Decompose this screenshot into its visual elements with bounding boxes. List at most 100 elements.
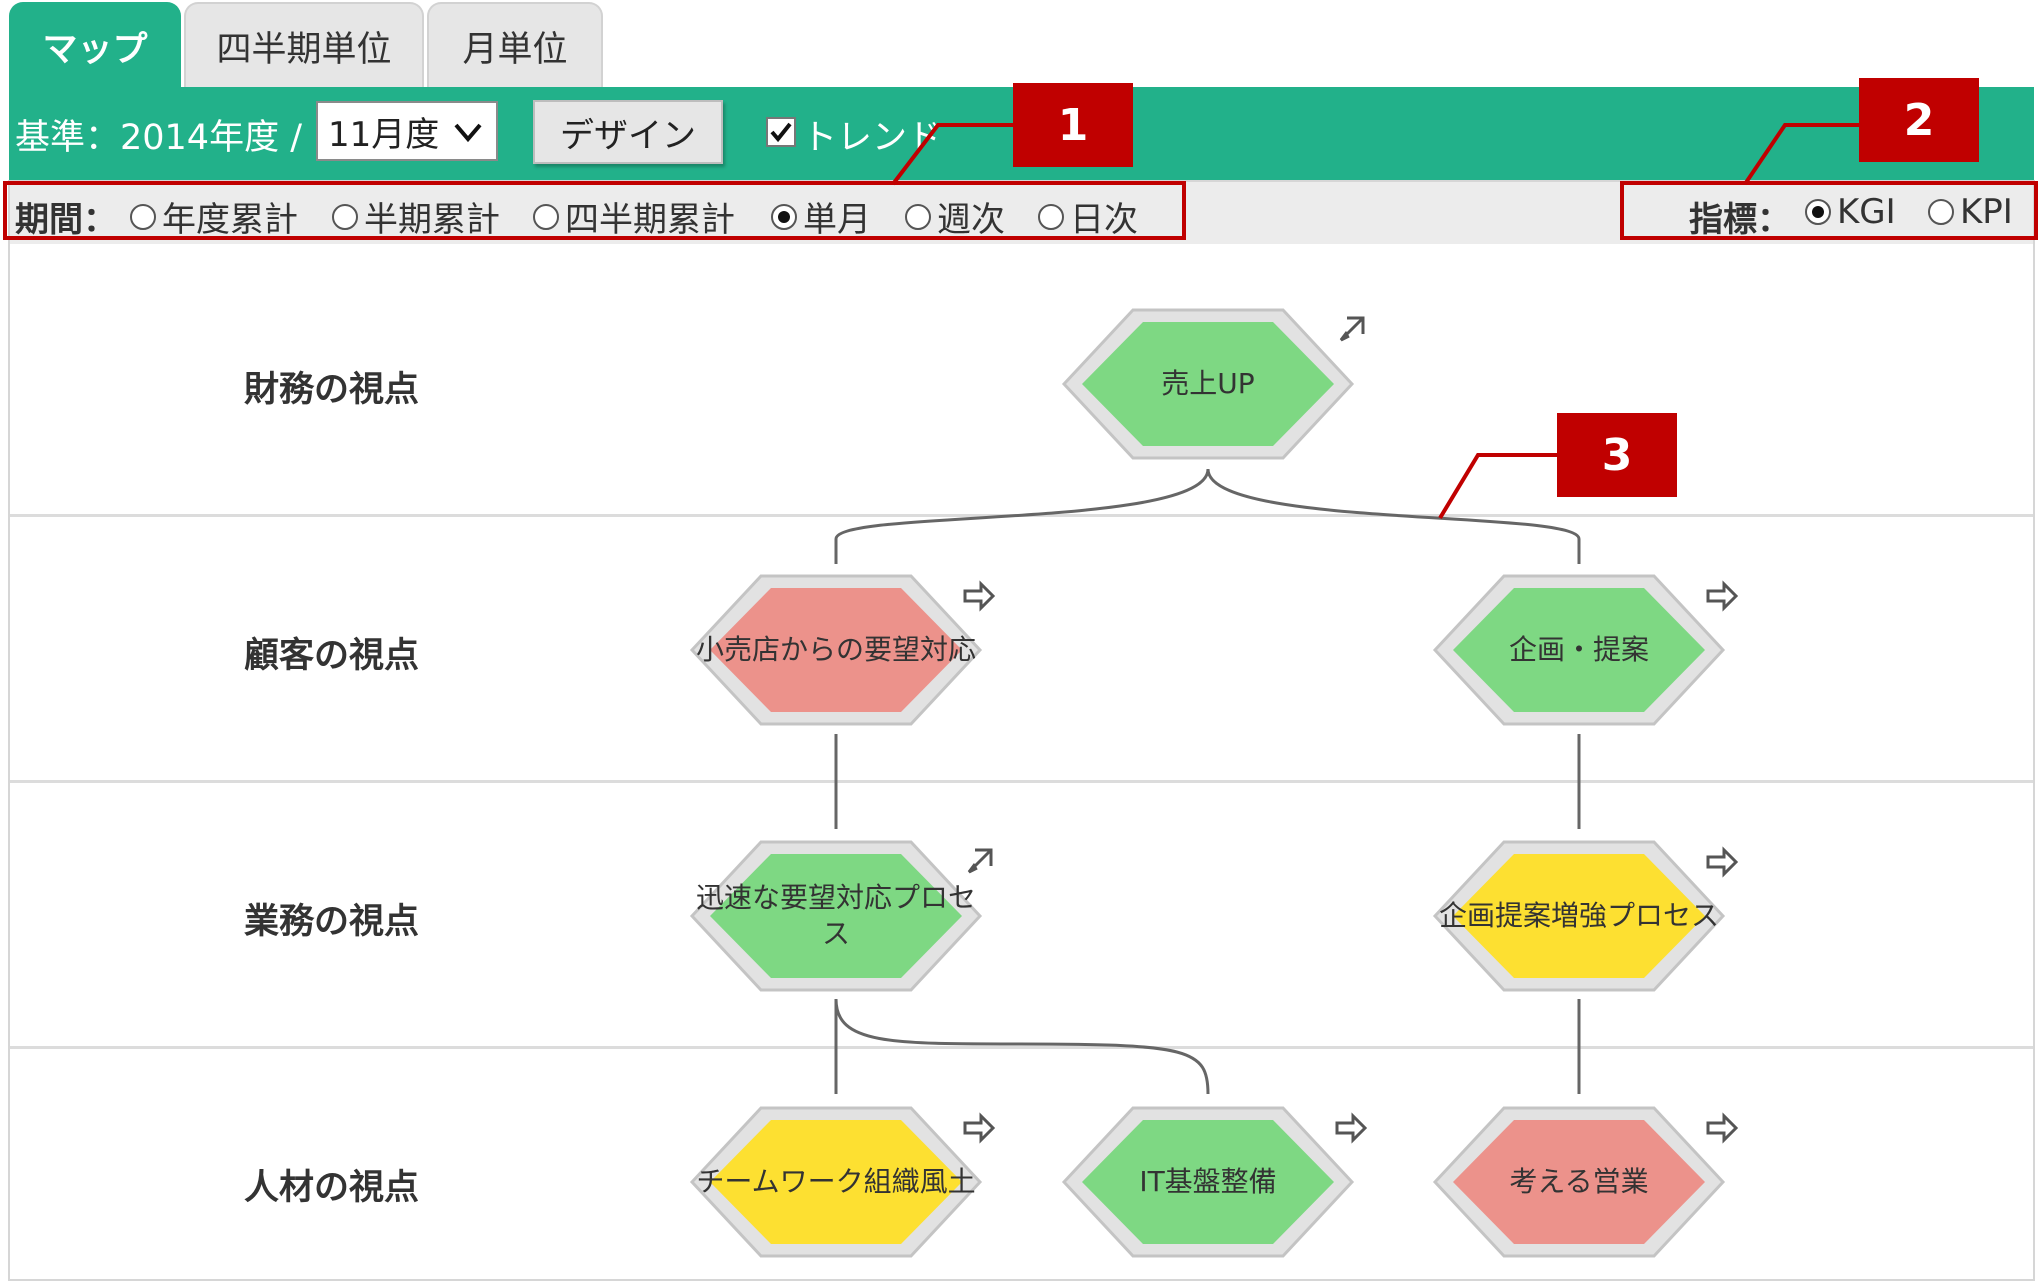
status-fill — [1082, 1120, 1334, 1244]
status-fill — [710, 854, 962, 978]
node-label: 迅速な要望対応プロセス — [695, 881, 976, 950]
tab-quarterly[interactable]: 四半期単位 — [184, 2, 424, 88]
status-fill — [710, 588, 962, 712]
base-year-label: 基準：2014年度 / — [15, 118, 302, 158]
period-option-week[interactable]: 週次 — [905, 192, 1005, 241]
period-option-label: 四半期累計 — [565, 200, 735, 240]
radio-button[interactable] — [130, 203, 156, 230]
kpi-node-quick-response-process[interactable]: 迅速な要望対応プロセス — [686, 836, 993, 996]
indicator-option-kpi[interactable]: KPI — [1928, 192, 2013, 232]
radio-button[interactable] — [533, 203, 559, 230]
strategy-map: 財務の視点 顧客の視点 業務の視点 人材の視点 売上UP — [9, 244, 2034, 1281]
drill-arrow-icon[interactable] — [961, 1110, 997, 1146]
perspective-label-financial: 財務の視点 — [244, 370, 420, 410]
period-option-label: 日次 — [1070, 200, 1138, 240]
external-link-icon[interactable] — [1333, 312, 1369, 348]
radio-button[interactable] — [332, 203, 358, 230]
tab-map-label: マップ — [42, 29, 148, 70]
kpi-node-planning-proposal[interactable]: 企画・提案 — [1429, 570, 1739, 730]
node-label: 企画・提案 — [1508, 633, 1649, 666]
kpi-node-proposal-strengthening[interactable]: 企画提案増強プロセス — [1429, 836, 1739, 996]
status-fill — [1453, 854, 1705, 978]
drill-arrow-icon[interactable] — [1704, 578, 1740, 614]
hexagon-shape — [689, 574, 983, 726]
highlight-box-indicator — [1620, 181, 2038, 240]
hexagon-shape — [1061, 308, 1355, 460]
radio-button[interactable] — [1928, 199, 1954, 225]
connector-line — [1206, 468, 1581, 564]
period-option-month[interactable]: 単月 — [771, 192, 871, 241]
kpi-node-retailer-requests[interactable]: 小売店からの要望対応 — [686, 570, 996, 730]
month-select[interactable]: 11月度 — [316, 101, 498, 161]
drill-arrow-icon[interactable] — [961, 578, 997, 614]
row-divider — [9, 1046, 2034, 1049]
tab-monthly[interactable]: 月単位 — [427, 2, 603, 88]
perspective-label-people: 人材の視点 — [244, 1168, 420, 1208]
indicator-option-label: KGI — [1837, 192, 1896, 232]
tab-monthly-label: 月単位 — [462, 29, 568, 70]
radio-button[interactable] — [905, 203, 931, 230]
period-option-label: 半期累計 — [364, 200, 500, 240]
hexagon-shape — [1432, 574, 1726, 726]
period-option-label: 年度累計 — [162, 200, 298, 240]
period-option-day[interactable]: 日次 — [1038, 192, 1138, 241]
kpi-node-teamwork-culture[interactable]: チームワーク組織風土 — [686, 1102, 996, 1262]
trend-checkbox[interactable] — [766, 117, 796, 147]
indicator-option-kgi[interactable]: KGI — [1805, 192, 1896, 232]
tab-quarterly-label: 四半期単位 — [216, 29, 392, 70]
hexagon-shape — [1061, 1106, 1355, 1258]
node-label: 小売店からの要望対応 — [695, 633, 976, 666]
checkmark-icon — [770, 122, 792, 143]
perspective-label-process: 業務の視点 — [244, 902, 420, 942]
connector-line — [834, 998, 1210, 1095]
drill-arrow-icon[interactable] — [1704, 1110, 1740, 1146]
callout-badge-3: 3 — [1557, 413, 1677, 497]
radio-button-selected[interactable] — [771, 203, 797, 230]
hexagon-shape — [1432, 840, 1726, 992]
node-label: 企画提案増強プロセス — [1438, 899, 1719, 932]
period-option-label: 週次 — [937, 200, 1005, 240]
callout-leader-line — [1743, 123, 1859, 186]
callout-leader-line — [891, 123, 1013, 186]
row-divider — [9, 780, 2034, 783]
callout-leader-line — [1438, 453, 1557, 520]
period-option-half[interactable]: 半期累計 — [332, 192, 500, 241]
period-label: 期間： — [15, 200, 117, 240]
kpi-node-thinking-sales[interactable]: 考える営業 — [1429, 1102, 1739, 1262]
status-fill — [1453, 1120, 1705, 1244]
external-link-icon[interactable] — [961, 844, 997, 880]
perspective-label-customer: 顧客の視点 — [244, 636, 420, 676]
radio-button-selected[interactable] — [1805, 199, 1831, 225]
hexagon-shape — [689, 840, 983, 992]
hexagon-shape — [1432, 1106, 1726, 1258]
callout-number: 3 — [1601, 429, 1633, 481]
design-button[interactable]: デザイン — [533, 100, 723, 164]
node-label: 売上UP — [1161, 367, 1255, 400]
tab-map[interactable]: マップ — [9, 2, 181, 88]
connector-lines — [834, 468, 1581, 1095]
connector-line — [834, 468, 1210, 564]
radio-button[interactable] — [1038, 203, 1064, 230]
callout-badge-2: 2 — [1859, 78, 1979, 162]
period-option-label: 単月 — [803, 200, 871, 240]
status-fill — [1082, 322, 1334, 446]
kpi-node-it-infrastructure[interactable]: IT基盤整備 — [1058, 1102, 1368, 1262]
period-option-quarter[interactable]: 四半期累計 — [533, 192, 735, 241]
status-fill — [710, 1120, 962, 1244]
kpi-node-sales-up[interactable]: 売上UP — [1058, 304, 1365, 464]
node-label: 考える営業 — [1509, 1165, 1649, 1198]
period-option-annual[interactable]: 年度累計 — [130, 192, 298, 241]
indicator-label: 指標： — [1689, 200, 1791, 240]
highlight-box-period — [3, 181, 1186, 240]
hexagon-shape — [689, 1106, 983, 1258]
filter-bar: 期間： 年度累計 半期累計 四半期累計 単月 週次 日次 指標： KGI KPI — [9, 182, 2034, 244]
callout-number: 2 — [1903, 94, 1935, 146]
node-label: IT基盤整備 — [1139, 1165, 1277, 1198]
node-label: チームワーク組織風土 — [696, 1165, 976, 1198]
design-button-label: デザイン — [560, 115, 696, 156]
chevron-down-icon — [454, 123, 482, 143]
drill-arrow-icon[interactable] — [1333, 1110, 1369, 1146]
status-fill — [1453, 588, 1705, 712]
drill-arrow-icon[interactable] — [1704, 844, 1740, 880]
